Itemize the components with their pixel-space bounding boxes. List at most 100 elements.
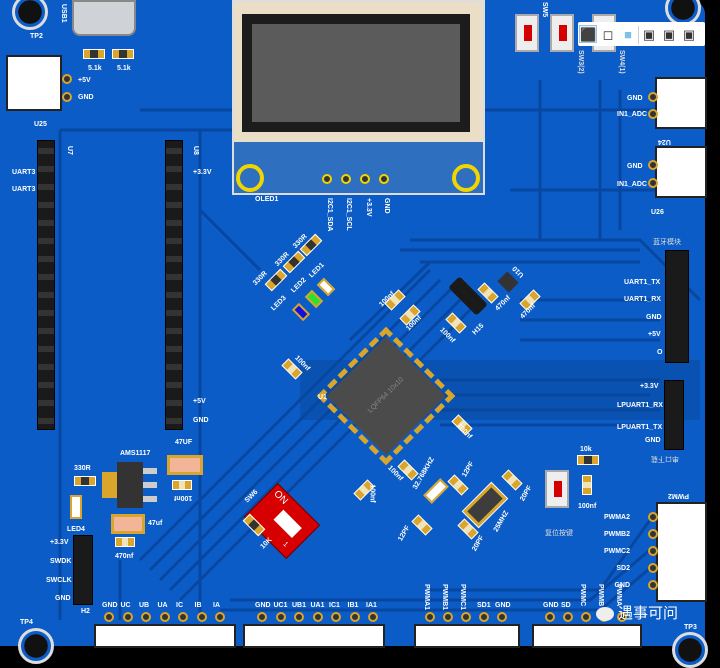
pin	[648, 512, 658, 522]
pin-label: IA	[213, 602, 220, 609]
u24-label: U24	[658, 138, 671, 145]
pin-label: +5V	[193, 398, 206, 405]
cap-label: 100nf	[368, 484, 376, 503]
pin-label: PWMC2	[603, 548, 630, 555]
pin	[648, 92, 658, 102]
cube-top-icon[interactable]: ▣	[682, 27, 696, 42]
oled-module	[232, 0, 485, 195]
pin-label: PWMC1	[459, 584, 466, 611]
pin-label: GND	[55, 595, 71, 602]
pin	[443, 612, 453, 622]
wechat-icon	[596, 606, 614, 621]
pin	[322, 174, 332, 184]
pin	[545, 612, 555, 622]
pin	[312, 612, 323, 622]
resistor-label: 5.1k	[117, 65, 131, 72]
reset-button[interactable]	[545, 470, 569, 508]
pin-label: PWMA	[615, 584, 622, 607]
u7-label: U7	[66, 146, 73, 155]
pin-label: UA1	[310, 602, 325, 609]
header-h2	[73, 535, 93, 605]
pin-label: IN1_ADC	[617, 111, 647, 118]
pin-label: SD2	[616, 565, 630, 572]
cube-side-icon[interactable]: ▣	[662, 27, 676, 42]
pin-label: IB1	[347, 602, 359, 609]
motor-connector-1	[94, 624, 236, 648]
pin	[196, 612, 207, 622]
view-toolbar: ⬛ ◻ ■ ▣ ▣ ▣	[578, 22, 705, 46]
header-u7	[37, 140, 55, 430]
reset-label: 复位按键	[545, 530, 573, 537]
pin	[215, 612, 225, 622]
pin-label: +3.3V	[365, 198, 372, 217]
pin	[122, 612, 133, 622]
capacitor-tantalum	[111, 514, 145, 534]
cube-solid-icon[interactable]: ■	[624, 27, 632, 42]
pin-label: GND	[543, 602, 559, 609]
pin-label: +3.3V	[640, 383, 659, 390]
pin-label: IA1	[366, 602, 377, 609]
pin-label: PWMA2	[603, 514, 630, 521]
pin	[648, 160, 658, 170]
pin-label: +3.3V	[50, 539, 69, 546]
pin-label: UB	[139, 602, 150, 609]
pin	[360, 174, 370, 184]
pin	[104, 612, 114, 622]
pin	[581, 612, 591, 622]
pin-label: IN1_ADC	[617, 181, 647, 188]
connector-pwm2	[656, 502, 707, 602]
pin-label: PWMB2	[603, 531, 630, 538]
bluetooth-title: 蓝牙模块	[653, 239, 681, 246]
pin-label: GND	[614, 582, 630, 589]
regulator-label: AMS1117	[120, 450, 151, 457]
pin-label: +5V	[648, 331, 661, 338]
switch-number: 1	[281, 540, 290, 549]
mount-hole	[236, 164, 264, 192]
connector-u26	[655, 146, 707, 198]
chip-marking: LQFP64 10x10	[366, 376, 406, 415]
dip-switch-lever[interactable]	[273, 509, 302, 538]
pin-label: SWDK	[50, 558, 72, 565]
led-label: LED4	[67, 526, 85, 533]
watermark-text: 遇事可问	[618, 604, 679, 622]
cube-outline-icon[interactable]: ◻	[602, 27, 614, 42]
pin-label: IB	[194, 602, 202, 609]
tp3-label: TP3	[684, 624, 697, 631]
test-point-tp3	[672, 632, 708, 668]
pin	[379, 174, 389, 184]
pin	[648, 546, 658, 556]
pin-label: GND	[645, 437, 661, 444]
pin-label: +5V	[78, 77, 91, 84]
tp2-label: TP2	[30, 33, 43, 40]
regulator-pin	[143, 496, 157, 502]
pin-label: SWCLK	[46, 577, 72, 584]
capacitor	[172, 480, 192, 490]
pin	[479, 612, 489, 622]
pin-label: PWMB	[597, 584, 604, 607]
pin	[349, 612, 360, 622]
pin-label: GND	[78, 94, 94, 101]
switch-sw3[interactable]	[550, 14, 574, 52]
pin-label: GND	[383, 198, 390, 214]
cube-front-icon[interactable]: ▣	[642, 27, 656, 42]
lpuart-title: 串口下载	[651, 455, 679, 462]
pin-label: PWMB1	[441, 584, 448, 611]
pin-label: UC	[120, 602, 131, 609]
pin-label: O	[657, 349, 663, 356]
capacitor-tantalum	[167, 455, 203, 475]
usb-c-connector	[72, 0, 136, 36]
test-point-tp4	[18, 628, 54, 664]
pin-label: I2C1_SDA	[326, 198, 333, 232]
pin-label: UA	[157, 602, 168, 609]
pin	[617, 612, 627, 622]
u25-label: U25	[34, 121, 47, 128]
pin	[497, 612, 507, 622]
switch-sw5[interactable]	[515, 14, 539, 52]
cube-shaded-icon[interactable]: ⬛	[579, 25, 597, 43]
pin-label: PWMC	[579, 584, 586, 607]
pin	[461, 612, 471, 622]
pin-label: UB1	[292, 602, 307, 609]
resistor-label: 330R	[74, 465, 91, 472]
pin	[341, 174, 351, 184]
pwm2-label: PWM2	[668, 492, 689, 499]
